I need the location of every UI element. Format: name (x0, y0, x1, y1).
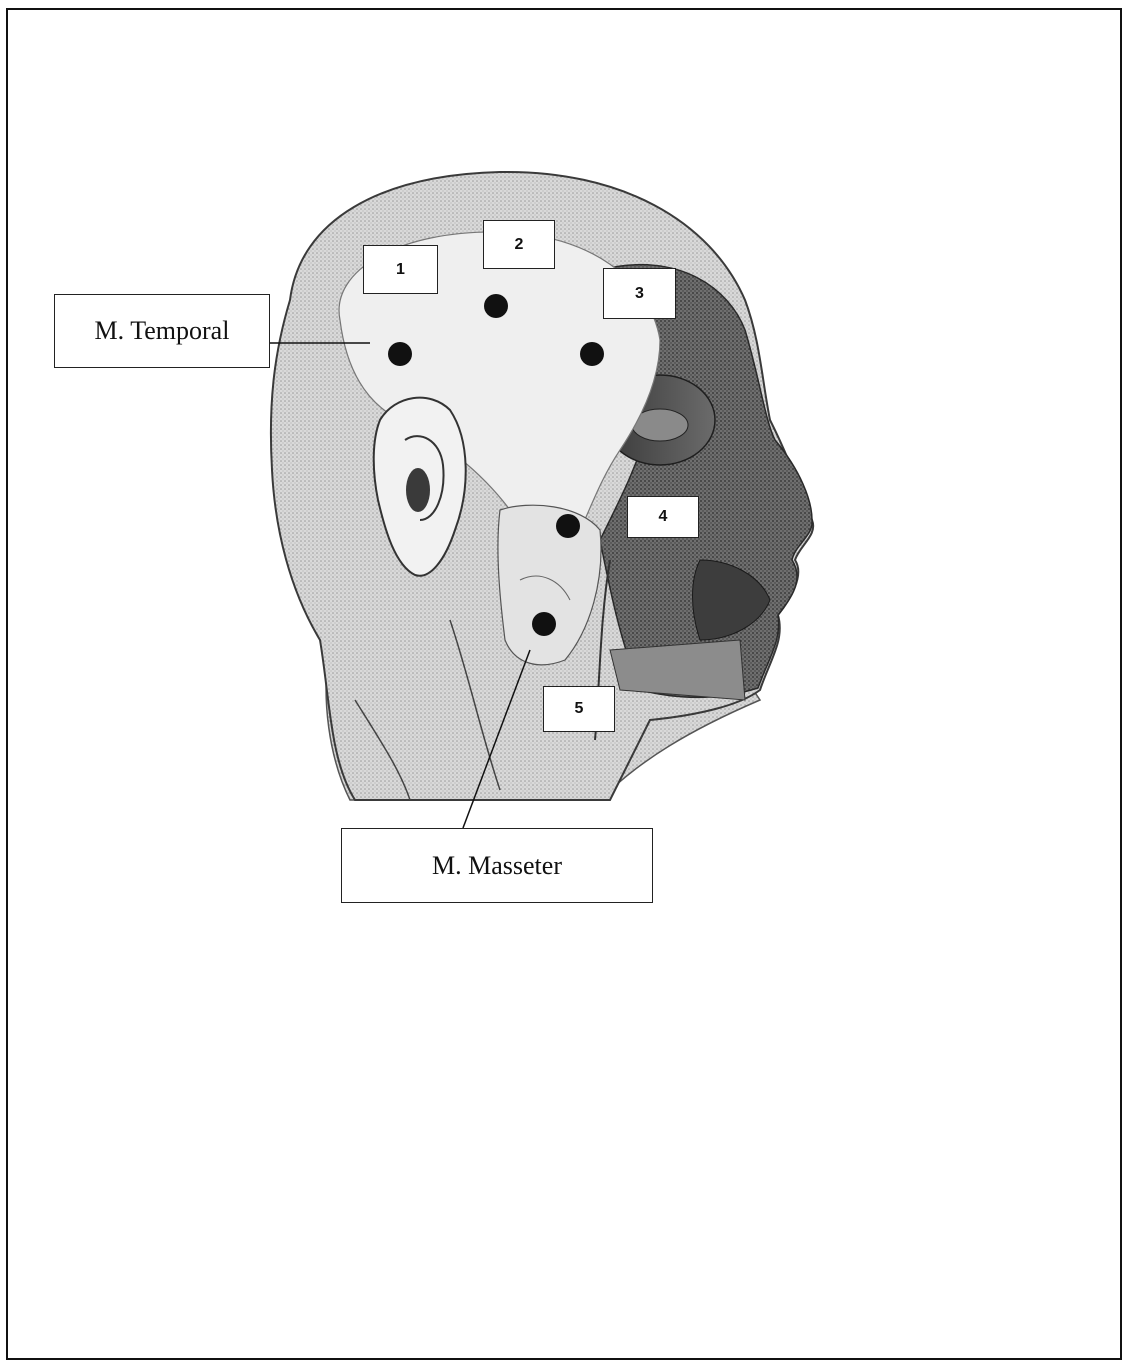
label-temporal: M. Temporal (54, 294, 270, 368)
point-dot-5 (532, 612, 556, 636)
point-dot-1 (388, 342, 412, 366)
label-masseter: M. Masseter (341, 828, 653, 903)
point-label-5: 5 (543, 686, 615, 732)
point-dot-2 (484, 294, 508, 318)
point-label-4: 4 (627, 496, 699, 538)
point-dot-3 (580, 342, 604, 366)
point-label-3: 3 (603, 268, 676, 319)
point-dot-4 (556, 514, 580, 538)
point-label-2: 2 (483, 220, 555, 269)
point-label-1: 1 (363, 245, 438, 294)
